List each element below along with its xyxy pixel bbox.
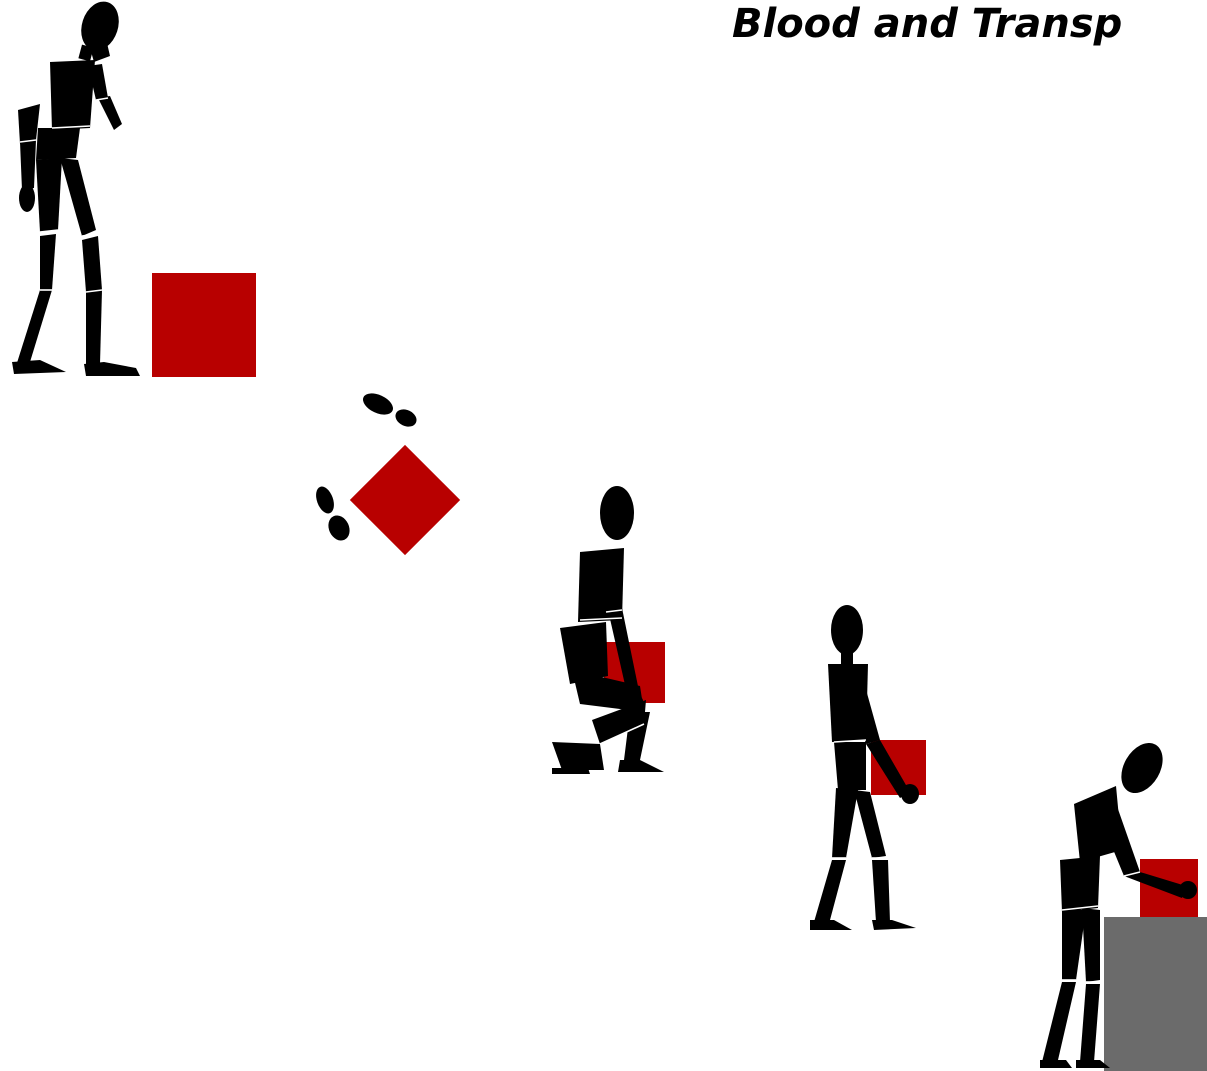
table: [1104, 917, 1207, 1071]
box: [152, 273, 256, 377]
step-set-down: [1040, 736, 1207, 1071]
step-squat-lift: [552, 486, 665, 774]
step-approach: [12, 0, 256, 377]
step-foot-position: [313, 389, 460, 555]
squatting-mannequin-lifting-icon: [552, 486, 664, 774]
box-rotated: [350, 445, 460, 555]
step-carry: [810, 605, 926, 930]
standing-mannequin-thinking-icon: [12, 0, 140, 376]
